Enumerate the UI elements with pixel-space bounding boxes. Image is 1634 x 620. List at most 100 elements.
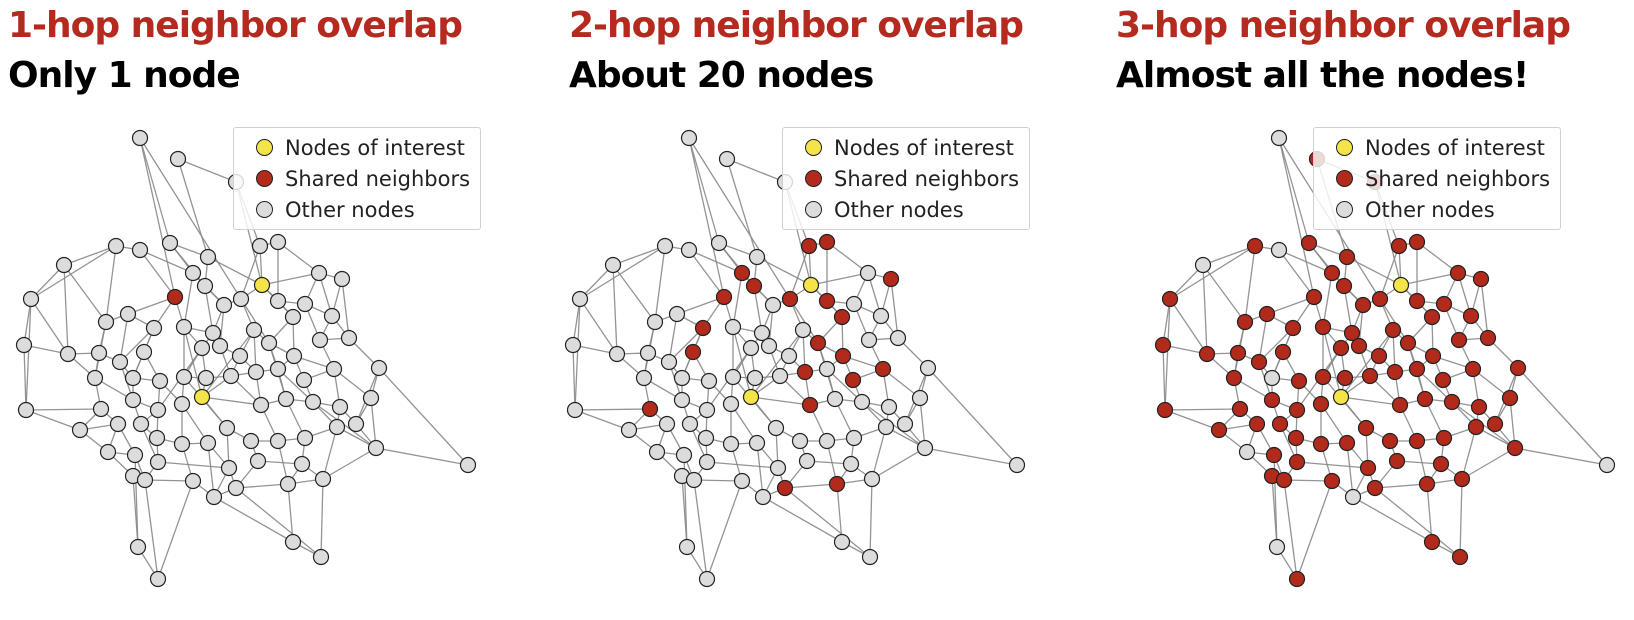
- other-node: [842, 455, 860, 473]
- shared-node: [1450, 331, 1468, 349]
- panel-2-hop: 2-hop neighbor overlap About 20 nodes No…: [545, 0, 1090, 620]
- other-node: [367, 439, 385, 457]
- shared-node: [1288, 401, 1306, 419]
- other-node: [59, 345, 77, 363]
- other-node: [620, 421, 638, 439]
- nodes: [564, 129, 1026, 588]
- other-node: [269, 432, 287, 450]
- shared-node: [1323, 264, 1341, 282]
- other-node: [86, 369, 104, 387]
- legend-label: Shared neighbors: [834, 166, 1020, 191]
- shared-node: [1354, 296, 1372, 314]
- shared-node: [715, 288, 733, 306]
- other-node: [1344, 488, 1362, 506]
- shared-node: [1399, 334, 1417, 352]
- other-node: [919, 359, 937, 377]
- other-node: [1598, 456, 1616, 474]
- other-node: [197, 369, 215, 387]
- legend-item-interest: Nodes of interest: [791, 132, 1019, 163]
- shared-node: [1381, 432, 1399, 450]
- graph-edge: [612, 264, 618, 355]
- other-node: [215, 296, 233, 314]
- shared-node: [684, 343, 702, 361]
- graph-edge: [1400, 272, 1459, 286]
- other-node: [459, 456, 477, 474]
- shared-node: [641, 400, 659, 418]
- panel-title: 3-hop neighbor overlap: [1116, 5, 1571, 46]
- other-node: [145, 319, 163, 337]
- graph-edge: [574, 408, 651, 411]
- interest-node: [802, 276, 820, 294]
- legend-label: Shared neighbors: [285, 166, 471, 191]
- graph-edge: [177, 158, 237, 183]
- other-node: [260, 334, 278, 352]
- graph-edge: [1514, 447, 1608, 466]
- shared-node: [1287, 429, 1305, 447]
- other-swatch-icon: [1336, 201, 1353, 218]
- interest-node: [742, 388, 760, 406]
- graph-edge: [119, 313, 129, 363]
- graph-edge: [784, 487, 871, 558]
- other-node: [1008, 456, 1026, 474]
- shared-node: [818, 292, 836, 310]
- graph-edge: [1296, 461, 1369, 469]
- graph-edge: [1461, 426, 1477, 480]
- other-node: [328, 418, 346, 436]
- graph-edge: [63, 264, 107, 323]
- other-node: [284, 308, 302, 326]
- other-node: [222, 367, 240, 385]
- other-node: [109, 415, 127, 433]
- shared-node: [1248, 415, 1266, 433]
- other-node: [826, 390, 844, 408]
- shared-node: [1231, 400, 1249, 418]
- shared-node: [874, 360, 892, 378]
- other-node: [279, 475, 297, 493]
- other-node: [296, 295, 314, 313]
- other-node: [124, 391, 142, 409]
- graph-edge: [1164, 409, 1220, 431]
- other-node: [566, 401, 584, 419]
- interest-node: [193, 388, 211, 406]
- other-node: [149, 570, 167, 588]
- shared-node: [801, 396, 819, 414]
- other-node: [833, 533, 851, 551]
- other-node: [90, 344, 108, 362]
- other-node: [340, 329, 358, 347]
- graph-edge: [1340, 396, 1401, 406]
- graph-edge: [322, 447, 377, 480]
- graph-edge: [207, 256, 263, 286]
- other-node: [604, 256, 622, 274]
- graph-edge: [676, 296, 725, 315]
- interest-swatch-icon: [1336, 139, 1353, 156]
- shared-node: [166, 288, 184, 306]
- graph-edge: [1374, 487, 1461, 558]
- legend-item-shared: Shared neighbors: [1322, 163, 1550, 194]
- graph-edge: [1459, 478, 1463, 558]
- other-node: [149, 401, 167, 419]
- other-node: [169, 150, 187, 168]
- shared-node: [1424, 347, 1442, 365]
- graph-edge: [688, 137, 720, 244]
- shared-node: [1338, 248, 1356, 266]
- graph-edge: [1278, 249, 1315, 298]
- other-node: [678, 538, 696, 556]
- graph-edge: [1266, 296, 1315, 315]
- graph-edge: [1379, 245, 1400, 300]
- other-node: [896, 415, 914, 433]
- graph-edge: [1164, 408, 1241, 411]
- shared-node: [1423, 533, 1441, 551]
- graph-2-hop: [564, 129, 1026, 588]
- graph-edge: [25, 409, 81, 431]
- other-node: [698, 453, 716, 471]
- other-node: [767, 419, 785, 437]
- shared-node: [1449, 264, 1467, 282]
- graph-edge: [213, 496, 294, 543]
- other-node: [1263, 369, 1281, 387]
- shared-node: [800, 237, 818, 255]
- other-node: [199, 248, 217, 266]
- other-node: [853, 393, 871, 411]
- other-node: [184, 264, 202, 282]
- graph-edge: [30, 298, 69, 355]
- other-node: [227, 479, 245, 497]
- shared-node: [834, 347, 852, 365]
